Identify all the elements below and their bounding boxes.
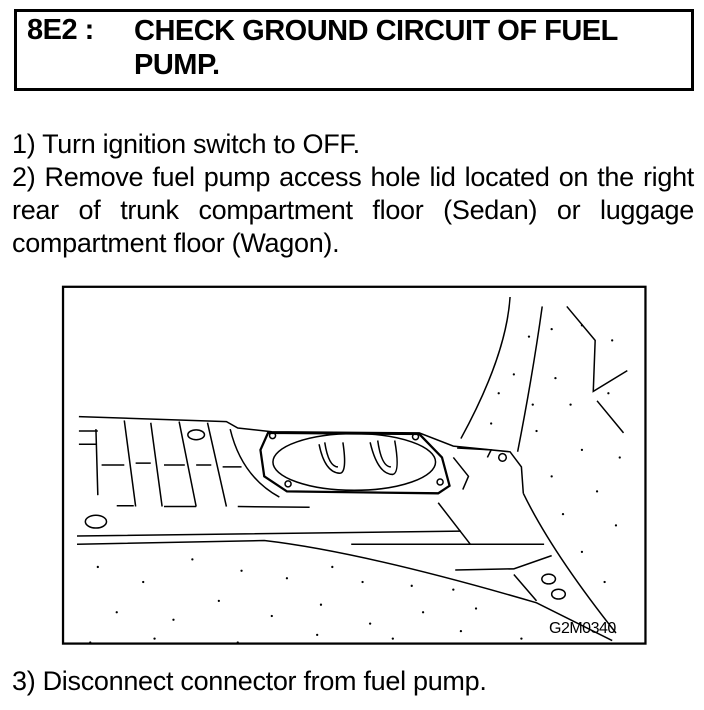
step-3: 3) Disconnect connector from fuel pump. [12,666,487,696]
fuel-pump-access-lid-illustration [61,285,647,645]
step-2: 2) Remove fuel pump access hole lid loca… [12,162,694,258]
section-title: CHECK GROUND CIRCUIT OF FUEL PUMP. [134,15,618,81]
figure-label: G2M0340 [549,620,616,637]
section-header: 8E2 : CHECK GROUND CIRCUIT OF FUEL PUMP. [14,9,694,91]
instructions: 1) Turn ignition switch to OFF. 2) Remov… [12,128,694,260]
step-1: 1) Turn ignition switch to OFF. [12,129,360,159]
section-code: 8E2 : [27,14,94,46]
